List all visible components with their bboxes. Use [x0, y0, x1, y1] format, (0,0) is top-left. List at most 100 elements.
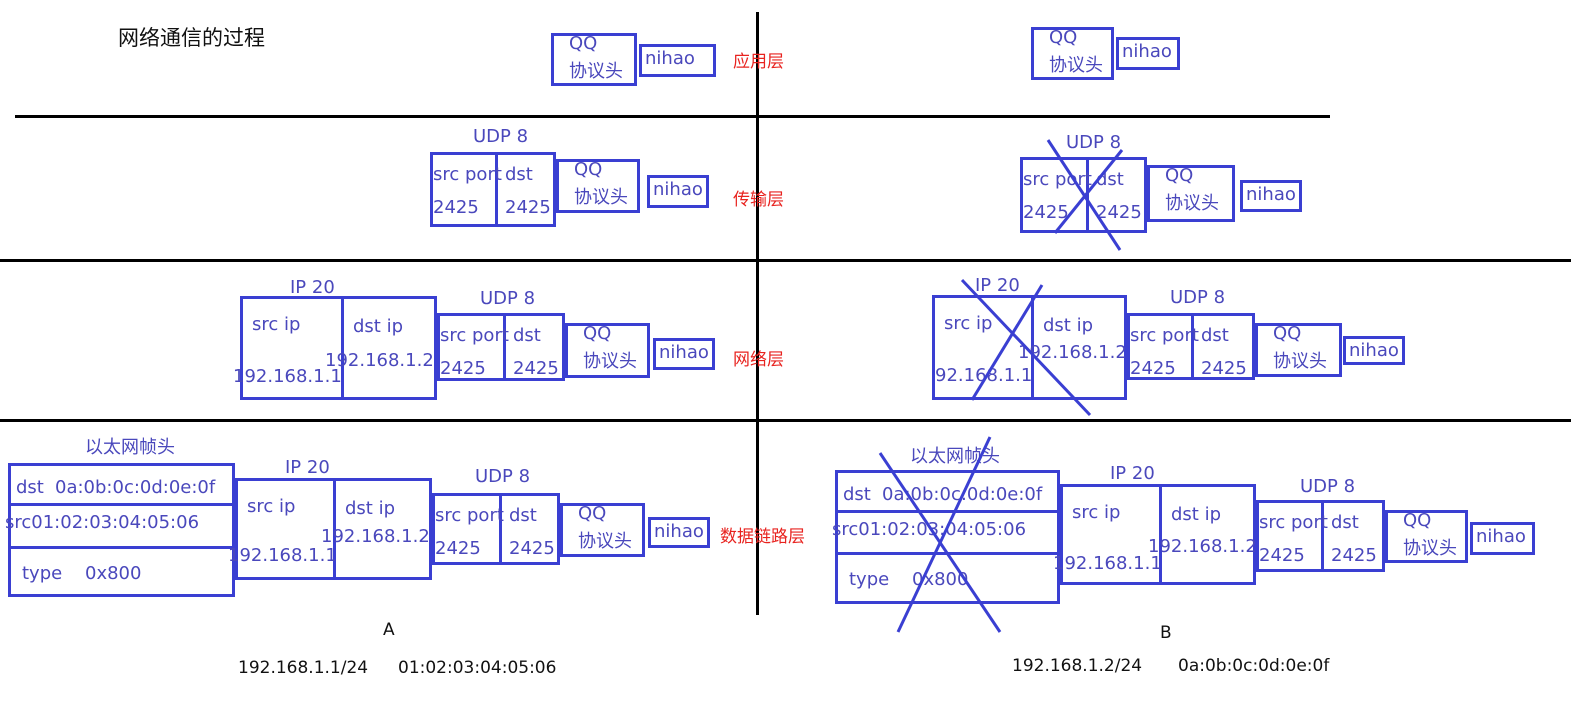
dst-port-value: 2425	[505, 197, 551, 218]
qq-label: QQ	[578, 503, 607, 524]
qq-header-box	[1255, 323, 1342, 377]
ethernet-header-label: 以太网帧头	[910, 446, 1000, 467]
ip-header-box	[240, 296, 437, 400]
host-divider	[756, 12, 759, 615]
dst-ip-value: 192.168.1.2	[1018, 342, 1127, 363]
ethernet-header-label: 以太网帧头	[85, 437, 175, 458]
dst-ip-label: dst ip	[1043, 315, 1094, 336]
src-port-label: src port	[1023, 169, 1092, 190]
eth-type-value: 0x800	[912, 569, 969, 590]
host-b-ip: 192.168.1.2/24	[1012, 656, 1143, 676]
dst-port-label: dst	[1096, 169, 1124, 190]
protocol-header-label: 协议头	[1165, 193, 1219, 214]
layer-label-network: 网络层	[733, 350, 784, 370]
payload-label: nihao	[645, 48, 695, 69]
eth-row-divider	[8, 546, 235, 549]
src-port-value: 2425	[1130, 358, 1176, 379]
src-port-value: 2425	[1023, 202, 1069, 223]
src-port-value: 2425	[435, 538, 481, 559]
protocol-header-label: 协议头	[583, 351, 637, 372]
payload-box	[1240, 180, 1302, 212]
udp-divider	[495, 152, 498, 227]
qq-header-box	[565, 323, 650, 378]
udp-divider	[1321, 500, 1324, 572]
protocol-header-label: 协议头	[1273, 351, 1327, 372]
diagram-title: 网络通信的过程	[118, 26, 265, 50]
dst-port-label: dst	[1201, 325, 1229, 346]
ip-header-box	[1060, 484, 1256, 585]
eth-dst-label: dst	[16, 477, 44, 498]
eth-src-value: src01:02:03:04:05:06	[5, 512, 200, 533]
eth-row-divider	[835, 552, 1060, 555]
payload-box	[648, 517, 710, 548]
qq-label: QQ	[583, 323, 612, 344]
udp-header-label: UDP 8	[473, 126, 529, 147]
src-ip-label: src ip	[1072, 502, 1121, 523]
layer-label-datalink: 数据链路层	[720, 527, 805, 547]
dst-ip-value: 192.168.1.2	[1148, 536, 1257, 557]
dst-ip-label: dst ip	[1171, 504, 1222, 525]
src-port-label: src port	[1259, 512, 1328, 533]
udp-header-label: UDP 8	[475, 466, 531, 487]
dst-ip-label: dst ip	[353, 316, 404, 337]
layer-label-application: 应用层	[733, 52, 784, 72]
protocol-header-label: 协议头	[569, 61, 623, 82]
qq-label: QQ	[1403, 510, 1432, 531]
dst-port-label: dst	[505, 164, 533, 185]
ip-header-label: IP 20	[1110, 463, 1155, 484]
eth-type-label: type	[22, 563, 63, 584]
host-b-name: B	[1160, 623, 1172, 643]
ip-divider	[333, 478, 336, 580]
dst-port-label: dst	[513, 325, 541, 346]
dst-ip-value: 192.168.1.2	[325, 350, 434, 371]
host-a-name: A	[383, 620, 395, 640]
host-a-mac: 01:02:03:04:05:06	[398, 658, 557, 678]
src-ip-label: src ip	[944, 313, 993, 334]
udp-header-label: UDP 8	[480, 288, 536, 309]
qq-label: QQ	[569, 33, 598, 54]
udp-header-box	[437, 313, 565, 381]
payload-box	[1116, 37, 1180, 70]
src-ip-label: src ip	[247, 496, 296, 517]
ip-header-label: IP 20	[290, 277, 335, 298]
dst-ip-label: dst ip	[345, 498, 396, 519]
udp-header-box	[1256, 500, 1385, 572]
src-port-label: src port	[1130, 325, 1199, 346]
udp-header-label: UDP 8	[1300, 476, 1356, 497]
src-ip-label: src ip	[252, 314, 301, 335]
protocol-header-label: 协议头	[578, 531, 632, 552]
payload-label: nihao	[653, 179, 703, 200]
src-port-label: src port	[435, 505, 504, 526]
host-b-mac: 0a:0b:0c:0d:0e:0f	[1178, 656, 1330, 676]
ip-header-label: IP 20	[285, 457, 330, 478]
ethernet-header-box	[8, 463, 235, 597]
dst-port-value: 2425	[1201, 358, 1247, 379]
dst-port-label: dst	[1331, 512, 1359, 533]
layer-divider-2	[0, 259, 1571, 262]
src-ip-value: 92.168.1.1	[935, 365, 1033, 386]
dst-port-label: dst	[509, 505, 537, 526]
payload-box	[1343, 336, 1405, 365]
qq-header-box	[1031, 27, 1114, 80]
eth-dst-value: 0a:0b:0c:0d:0e:0f	[882, 484, 1043, 505]
qq-header-box	[551, 33, 637, 86]
eth-row-divider	[835, 510, 1060, 513]
payload-box	[647, 175, 709, 208]
udp-header-label: UDP 8	[1066, 132, 1122, 153]
eth-row-divider	[8, 503, 235, 506]
udp-header-label: UDP 8	[1170, 287, 1226, 308]
layer-divider-3	[0, 419, 1571, 422]
eth-type-value: 0x800	[85, 563, 142, 584]
layer-label-transport: 传输层	[733, 190, 784, 210]
protocol-header-label: 协议头	[1403, 538, 1457, 559]
payload-box	[653, 338, 715, 370]
dst-port-value: 2425	[513, 358, 559, 379]
protocol-header-label: 协议头	[1049, 55, 1103, 76]
payload-label: nihao	[1122, 41, 1172, 62]
src-port-label: src port	[440, 325, 509, 346]
qq-header-box	[1147, 165, 1235, 222]
layer-divider-1	[15, 115, 1330, 118]
qq-header-box	[560, 503, 645, 557]
src-port-value: 2425	[1259, 545, 1305, 566]
payload-box	[1470, 522, 1535, 555]
